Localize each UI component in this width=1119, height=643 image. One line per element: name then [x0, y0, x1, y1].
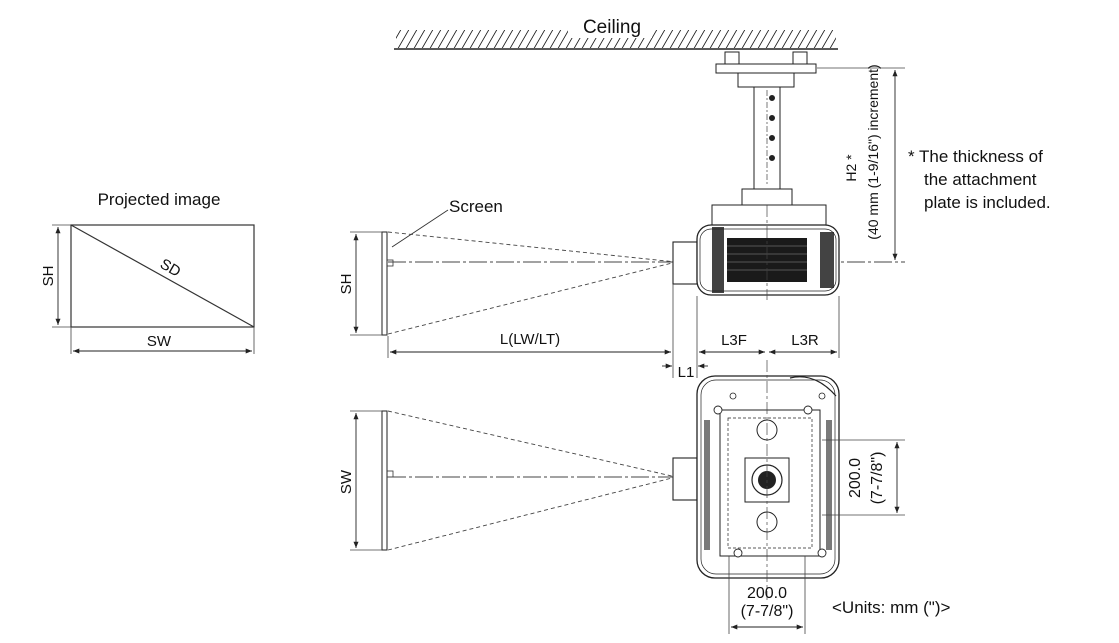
note-line-2: the attachment	[924, 170, 1037, 189]
note-line-1: * The thickness of	[908, 147, 1043, 166]
l-lw-lt-label: L(LW/LT)	[500, 331, 560, 348]
sw-label-left: SW	[147, 333, 172, 350]
ceiling-mount	[711, 51, 827, 228]
screen-leader	[391, 209, 449, 248]
note-line-3: plate is included.	[924, 193, 1051, 212]
dim-200-vertical: 200.0	[847, 458, 864, 498]
dim-200-horizontal: 200.0	[747, 585, 787, 602]
screen-side	[381, 231, 388, 336]
h2-increment-label: (40 mm (1-9/16") increment)	[865, 64, 881, 239]
dim-inch-vertical: (7-7/8")	[869, 452, 886, 505]
screen-top	[381, 410, 388, 551]
l3r-label: L3R	[791, 332, 819, 349]
sh-label-side: SH	[338, 274, 355, 295]
ceiling-label: Ceiling	[583, 17, 641, 38]
side-view: Screen SH	[338, 51, 905, 381]
sw-label-top: SW	[338, 469, 355, 494]
projector-side	[672, 224, 840, 296]
ceiling: Ceiling	[394, 12, 838, 50]
top-view: SW 200.0 (7-7/8")	[338, 360, 905, 634]
l1-label: L1	[678, 364, 695, 381]
sh-label-left: SH	[40, 266, 57, 287]
projected-image-figure: Projected image SD SH SW	[40, 190, 255, 354]
thickness-note: * The thickness of the attachment plate …	[908, 147, 1051, 212]
screen-label: Screen	[449, 197, 503, 216]
dim-inch-horizontal: (7-7/8")	[741, 603, 794, 620]
projected-image-diagonal	[70, 224, 255, 328]
l3f-label: L3F	[721, 332, 747, 349]
h2-label: H2 *	[843, 154, 859, 182]
units-label: <Units: mm (")>	[832, 598, 951, 617]
projector-top	[672, 375, 840, 579]
projected-image-label: Projected image	[98, 190, 221, 209]
